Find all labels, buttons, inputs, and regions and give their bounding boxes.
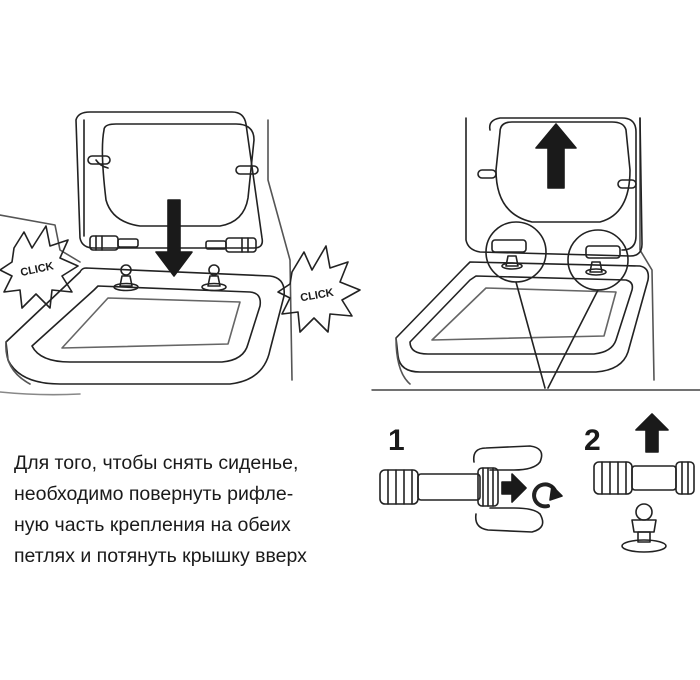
instruction-line: ную часть крепления на обеих	[14, 514, 291, 536]
instruction-line: необходимо повернуть рифле-	[14, 483, 294, 505]
hinge-right	[585, 245, 621, 276]
click-burst-right	[277, 245, 361, 333]
hinge-left	[89, 235, 139, 251]
arrow-up-icon	[635, 413, 669, 453]
panel-install-seat: CLICK CLICK	[0, 111, 361, 396]
hinge-right	[205, 237, 257, 253]
instruction-line: петлях и потянуть крышку вверх	[14, 545, 307, 567]
hinge-callout-right	[567, 229, 629, 291]
instruction-line: Для того, чтобы снять сиденье,	[14, 452, 299, 474]
arrow-right-icon	[501, 473, 527, 503]
hinge-pin-right	[201, 264, 227, 292]
finger-top	[472, 445, 543, 471]
hinge-pin	[621, 503, 667, 553]
step-1-illustration	[379, 445, 563, 533]
hinge-left	[491, 239, 527, 270]
step-number-1: 1	[388, 424, 405, 457]
click-label-left: CLICK	[19, 260, 54, 279]
lid-bumper-left	[477, 169, 497, 179]
arrow-down-icon	[155, 199, 193, 277]
panel-remove-seat	[371, 117, 700, 391]
lid-bumper-right	[235, 165, 259, 175]
arrow-up-icon	[535, 123, 577, 189]
lid-bumper-left	[87, 155, 111, 165]
step-number-2: 2	[584, 424, 601, 457]
click-burst-left	[0, 225, 79, 309]
instruction-text: Для того, чтобы снять сиденье, необходим…	[14, 448, 374, 572]
lid-bumper-right	[617, 179, 637, 189]
click-label-right: CLICK	[299, 287, 334, 305]
finger-bottom	[474, 507, 544, 533]
step-2-illustration	[593, 413, 695, 553]
